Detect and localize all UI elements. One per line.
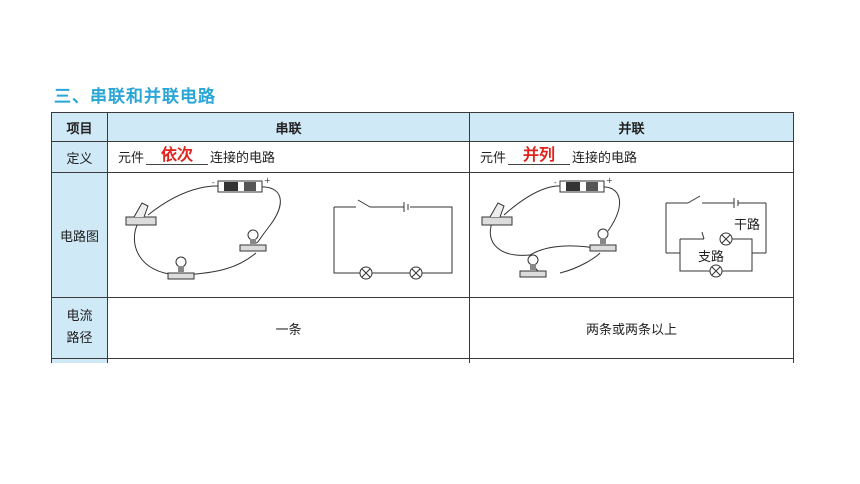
header-parallel: 并联 <box>469 112 794 142</box>
series-circuit-diagrams: - + <box>125 176 453 280</box>
main-circuit-label: 干路 <box>734 217 760 233</box>
row-label-current-path: 电流 路径 <box>51 297 108 359</box>
svg-text:+: + <box>264 176 271 185</box>
branch-circuit-label: 支路 <box>698 249 724 265</box>
lamp-symbol-icon <box>709 264 723 278</box>
series-def-suffix: 连接的电路 <box>210 151 276 166</box>
series-schematic <box>333 199 453 274</box>
parallel-def-prefix: 元件 <box>480 151 507 166</box>
switch-icon <box>125 202 157 226</box>
row-label-current-line2: 路径 <box>66 331 93 346</box>
comparison-table: 项目 串联 并联 定义 元件依次连接的电路 元件并列连接的电路 电路图 <box>51 112 794 363</box>
parallel-def-suffix: 连接的电路 <box>572 151 638 166</box>
parallel-def-answer: 并列 <box>508 146 571 165</box>
lamp-symbol-icon <box>719 232 733 246</box>
battery-icon: - + <box>212 176 271 193</box>
series-physical-circuit <box>133 185 281 276</box>
parallel-diagram-cell: - + <box>469 172 794 298</box>
row-cut-off <box>107 358 470 363</box>
parallel-circuit-diagrams: - + <box>481 176 767 278</box>
switch-icon <box>481 202 513 226</box>
svg-text:-: - <box>554 178 557 187</box>
svg-text:+: + <box>606 176 613 185</box>
row-label-current-line1: 电流 <box>66 309 93 324</box>
bulb-icon <box>519 254 547 278</box>
lamp-symbol-icon <box>359 266 373 280</box>
bulb-icon <box>589 228 617 252</box>
series-def-answer: 依次 <box>146 146 209 165</box>
section-title: 三、串联和并联电路 <box>54 87 216 107</box>
parallel-definition: 元件并列连接的电路 <box>469 141 794 173</box>
parallel-current-path: 两条或两条以上 <box>469 297 794 359</box>
series-diagram-cell: - + <box>107 172 470 298</box>
row-cut-off <box>51 358 108 363</box>
series-definition: 元件依次连接的电路 <box>107 141 470 173</box>
header-item: 项目 <box>51 112 108 142</box>
bulb-icon <box>239 229 267 252</box>
bulb-icon <box>167 256 195 280</box>
parallel-schematic <box>665 195 767 272</box>
header-series: 串联 <box>107 112 470 142</box>
series-def-prefix: 元件 <box>118 151 145 166</box>
series-current-path: 一条 <box>107 297 470 359</box>
battery-icon: - + <box>554 176 613 193</box>
row-label-diagram: 电路图 <box>51 172 108 298</box>
parallel-physical-circuit <box>489 185 620 274</box>
row-cut-off <box>469 358 794 363</box>
lamp-symbol-icon <box>409 266 423 280</box>
row-label-definition: 定义 <box>51 141 108 173</box>
svg-text:-: - <box>212 178 215 187</box>
